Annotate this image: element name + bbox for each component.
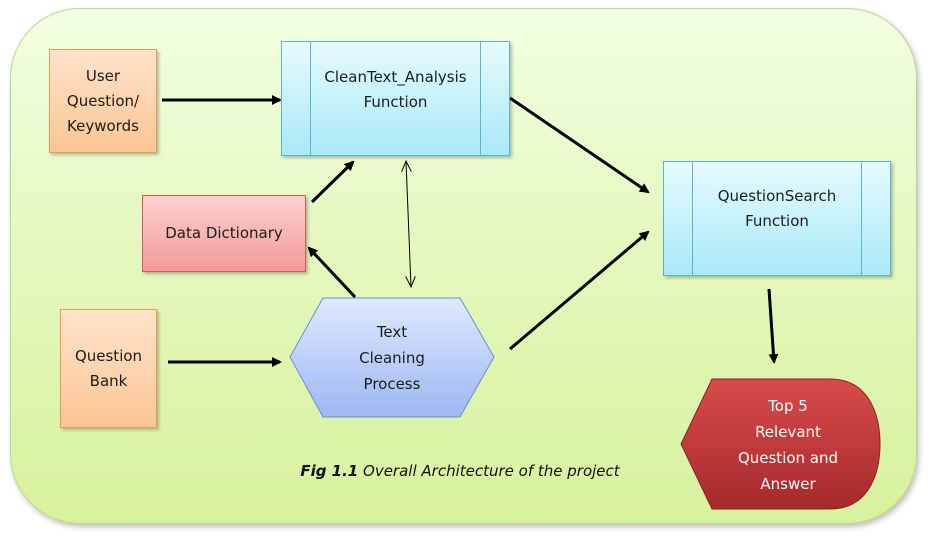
arrow-dictionary-to-cleantext [310, 160, 355, 204]
arrow-textcleaning-to-questionsearch [509, 230, 650, 351]
question-search-label: QuestionSearch Function [717, 187, 837, 230]
arrow-textcleaning-to-dictionary [307, 246, 357, 299]
arrow-questionsearch-to-top5 [767, 288, 779, 364]
data-dictionary-label: Data Dictionary [165, 224, 283, 242]
cleantext-analysis-function-box: CleanText_Analysis Function [281, 41, 510, 156]
arrow-cleantext-to-questionsearch [509, 96, 650, 194]
user-question-label: User Question/ Keywords [66, 66, 140, 135]
text-cleaning-label: Text Cleaning Process [359, 322, 425, 393]
predefined-process-left-bar [692, 162, 693, 275]
question-bank-box: Question Bank [60, 309, 157, 428]
figure-number: Fig 1.1 [300, 462, 359, 480]
question-bank-label: Question Bank [74, 346, 143, 390]
top5-label: Top 5 Relevant Question and Answer [737, 397, 839, 493]
figure-caption: Fig 1.1 Overall Architecture of the proj… [220, 462, 700, 480]
figure-caption-text: Overall Architecture of the project [358, 462, 620, 480]
arrow-cleantext-textcleaning-bidirectional [406, 161, 411, 287]
question-search-function-box: QuestionSearch Function [663, 161, 891, 276]
data-dictionary-box: Data Dictionary [142, 195, 306, 272]
cleantext-analysis-label: CleanText_Analysis Function [324, 68, 467, 111]
predefined-process-right-bar [480, 42, 481, 155]
user-question-box: User Question/ Keywords [49, 49, 157, 153]
predefined-process-right-bar [861, 162, 862, 275]
predefined-process-left-bar [310, 42, 311, 155]
text-cleaning-hexagon [289, 297, 495, 418]
top5-output-shape [680, 378, 881, 510]
